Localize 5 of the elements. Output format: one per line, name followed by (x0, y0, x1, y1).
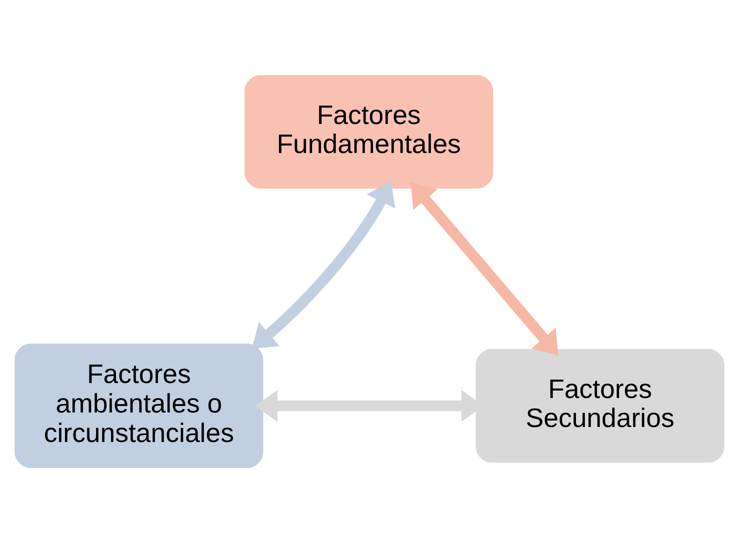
arrow (252, 181, 396, 349)
node-box: Factores ambientales o circunstanciales (13, 342, 265, 470)
node-box: Factores Fundamentales (243, 74, 494, 190)
node-box: Factores Secundarios (474, 348, 726, 464)
arrow (410, 182, 558, 356)
